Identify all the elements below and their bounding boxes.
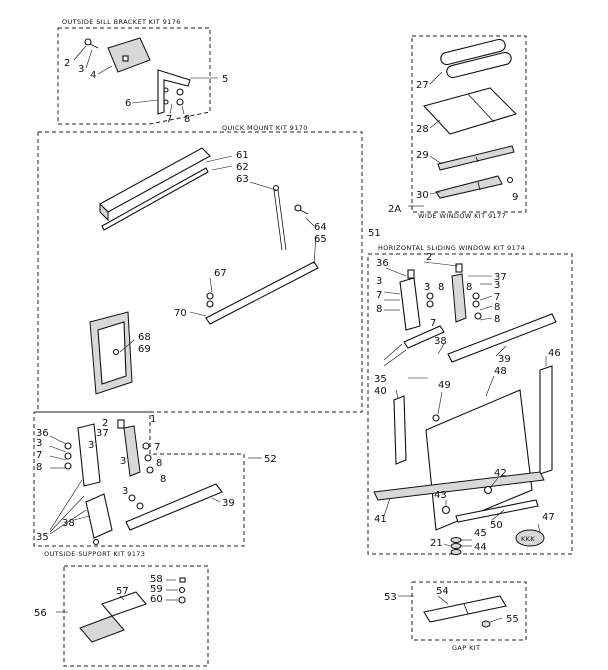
label-8f: 8 — [494, 314, 500, 325]
label-54: 54 — [436, 586, 449, 597]
outside-sill-bracket-kit-title: OUTSIDE SILL BRACKET KIT 9176 — [62, 18, 181, 26]
label-29: 29 — [416, 150, 429, 161]
label-68: 68 — [138, 332, 151, 343]
label-2b: 2 — [426, 252, 432, 263]
label-6: 6 — [125, 98, 131, 109]
label-7a: 7 — [36, 450, 42, 461]
label-8g: 8 — [156, 458, 162, 469]
label-3b: 3 — [494, 280, 500, 291]
label-53: 53 — [384, 592, 397, 603]
label-7e: 7 — [154, 442, 160, 453]
label-35b: 35 — [374, 374, 387, 385]
hardware-kit-56: 56 57 58 59 60 — [34, 565, 209, 667]
outside-support-kit-title: OUTSIDE SUPPORT KIT 9173 — [44, 550, 145, 558]
label-49: 49 — [438, 380, 451, 391]
label-28: 28 — [416, 124, 429, 135]
label-2A: 2A — [388, 204, 401, 215]
label-59: 59 — [150, 584, 163, 595]
label-38a: 38 — [62, 518, 75, 529]
label-2: 2 — [64, 58, 70, 69]
label-8c: 8 — [438, 282, 444, 293]
label-47: 47 — [542, 512, 555, 523]
label-8d: 8 — [466, 282, 472, 293]
label-36b: 36 — [376, 258, 389, 269]
label-55: 55 — [506, 614, 519, 625]
quick-mount-kit-title: QUICK MOUNT KIT 9170 — [222, 124, 308, 132]
label-9: 9 — [512, 192, 518, 203]
label-7: 7 — [166, 114, 172, 125]
label-61: 61 — [236, 150, 249, 161]
label-70: 70 — [174, 308, 187, 319]
label-56: 56 — [34, 608, 47, 619]
label-3f: 3 — [120, 456, 126, 467]
label-65: 65 — [314, 234, 327, 245]
label-3c: 3 — [376, 276, 382, 287]
label-3d: 3 — [424, 282, 430, 293]
label-45: 45 — [474, 528, 487, 539]
label-3a: 3 — [36, 438, 42, 449]
gap-kit-title: GAP KIT — [452, 644, 480, 652]
label-39a: 39 — [222, 498, 235, 509]
label-62: 62 — [236, 162, 249, 173]
label-64: 64 — [314, 222, 327, 233]
label-41: 41 — [374, 514, 387, 525]
label-5: 5 — [222, 74, 228, 85]
label-8: 8 — [184, 114, 190, 125]
label-4: 4 — [90, 70, 96, 81]
outside-support-kit: OUTSIDE SUPPORT KIT 9173 1 36 3 7 8 2 37 — [33, 411, 277, 558]
label-35a: 35 — [36, 532, 49, 543]
outside-sill-bracket-kit: OUTSIDE SILL BRACKET KIT 9176 2 3 4 5 6 … — [57, 18, 228, 125]
label-7b: 7 — [376, 290, 382, 301]
label-36a: 36 — [36, 428, 49, 439]
label-38b: 38 — [434, 336, 447, 347]
label-7d: 7 — [430, 318, 436, 329]
horizontal-sliding-window-kit: HORIZONTAL SLIDING WINDOW KIT 9174 51 — [367, 228, 573, 555]
label-8e: 8 — [494, 302, 500, 313]
label-43: 43 — [434, 490, 447, 501]
label-50: 50 — [490, 520, 503, 531]
label-63: 63 — [236, 174, 249, 185]
label-7c: 7 — [494, 292, 500, 303]
label-52: 52 — [264, 454, 277, 465]
label-3e: 3 — [88, 440, 94, 451]
badge-text: KKK — [521, 535, 535, 543]
gap-kit: GAP KIT 53 54 55 — [384, 581, 527, 652]
wide-window-kit-title: WIDE WINDOW KIT 9177 — [418, 212, 506, 220]
label-27: 27 — [416, 80, 429, 91]
label-3g: 3 — [122, 486, 128, 497]
label-8b: 8 — [376, 304, 382, 315]
label-3: 3 — [78, 64, 84, 75]
quick-mount-kit: QUICK MOUNT KIT 9170 61 62 63 64 65 — [37, 124, 363, 413]
label-8h: 8 — [160, 474, 166, 485]
label-42: 42 — [494, 468, 507, 479]
label-21: 21 — [430, 538, 443, 549]
label-1: 1 — [150, 414, 156, 425]
label-37b: 37 — [494, 272, 507, 283]
label-69: 69 — [138, 344, 151, 355]
label-57: 57 — [116, 586, 129, 597]
label-40: 40 — [374, 386, 387, 397]
label-37a: 37 — [96, 428, 109, 439]
label-46: 46 — [548, 348, 561, 359]
label-8a: 8 — [36, 462, 42, 473]
label-60: 60 — [150, 594, 163, 605]
label-67: 67 — [214, 268, 227, 279]
wide-window-kit: WIDE WINDOW KIT 9177 27 28 29 30 9 2A — [388, 35, 527, 220]
label-30: 30 — [416, 190, 429, 201]
label-51: 51 — [368, 228, 381, 239]
label-39b: 39 — [498, 354, 511, 365]
label-58: 58 — [150, 574, 163, 585]
label-2a: 2 — [102, 418, 108, 429]
label-44: 44 — [474, 542, 487, 553]
label-48: 48 — [494, 366, 507, 377]
horizontal-sliding-window-kit-title: HORIZONTAL SLIDING WINDOW KIT 9174 — [378, 244, 525, 252]
